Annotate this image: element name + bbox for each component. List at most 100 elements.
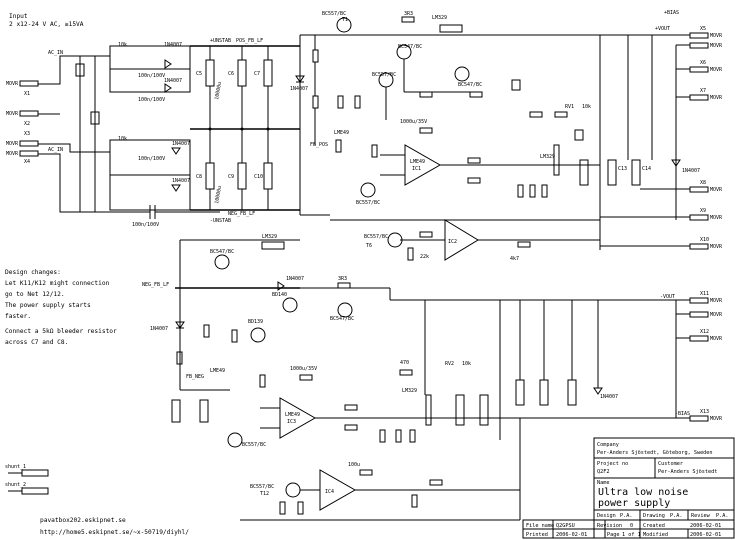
resistor-r26 xyxy=(344,424,358,431)
resistor-r12 xyxy=(517,184,524,198)
opamp-ref: IC2 xyxy=(448,239,457,245)
diode-type: 1N4007 xyxy=(150,326,168,332)
resistor-r9 xyxy=(371,144,378,158)
resistor-r7 xyxy=(469,91,483,98)
design-note-line: The power supply starts xyxy=(5,302,91,309)
capacitor-c2 xyxy=(90,111,100,125)
design-value: P.A. xyxy=(620,513,633,519)
capacitor-c13 xyxy=(607,159,617,186)
resistor-r17 xyxy=(407,247,414,261)
page-label: Page xyxy=(607,532,620,538)
diode-icon xyxy=(164,83,172,93)
opamp-ic3: LME49 IC3 1000u/35V FB_NEG LME49 BC557/B… xyxy=(171,299,690,448)
transistor-type: BC547/BC xyxy=(210,249,234,255)
negative-regulator: NEG_FB_LF 1N4007 BC547/BC BD139 BD140 BC… xyxy=(142,234,391,391)
capacitor-c18 xyxy=(455,394,465,426)
resistor-r24 xyxy=(259,374,266,388)
output-connector-ref: X10 xyxy=(700,237,709,243)
cap-value: 10000u xyxy=(214,186,223,205)
resistor-r21 xyxy=(337,282,351,289)
output-connector-label: MOVR xyxy=(710,67,723,73)
transistor-type: BC557/BC xyxy=(372,72,396,78)
revision-value: 0 xyxy=(630,523,633,529)
net-label-neg-reg: NEG_FB_LF xyxy=(228,211,255,217)
transistor-t7 xyxy=(214,254,230,270)
cap-value: 100u xyxy=(348,462,360,468)
input-connector-1 xyxy=(19,80,39,87)
diode-type: 1N4007 xyxy=(172,141,190,147)
res-value: 10k xyxy=(118,136,127,142)
input-connector-2 xyxy=(19,110,39,117)
cap-ref: C5 xyxy=(196,71,202,77)
input-connector-ref: X4 xyxy=(24,159,30,165)
diode-icon xyxy=(277,281,285,291)
resistor-r16 xyxy=(554,111,568,118)
opamp-ic3-symbol xyxy=(279,397,317,439)
title-line-2: power supply xyxy=(598,498,670,509)
transistor-type: BC557/BC xyxy=(322,11,346,17)
design-note-line: across C7 and C8. xyxy=(5,339,68,346)
resistor-r1 xyxy=(312,49,319,63)
modified-value: 2006-02-01 xyxy=(690,532,721,538)
net-label-neg-reg: NEG_FB_LF xyxy=(142,282,169,288)
opamp-ref: IC4 xyxy=(325,489,334,495)
created-label: Created xyxy=(643,523,665,529)
ac-input-wiring: AC_IN AC_IN xyxy=(38,50,110,213)
output-connector-ref: X5 xyxy=(700,26,706,32)
output-connector-ref: X11 xyxy=(700,291,709,297)
page-value: 1 of 1 xyxy=(622,532,641,538)
net-label-neg-bias: -BIAS xyxy=(675,411,690,417)
output-connector-label: MOVR xyxy=(710,312,723,318)
output-connector xyxy=(689,94,709,101)
net-label-ac-in: AC_IN xyxy=(48,147,63,153)
diode-type: 1N4007 xyxy=(164,42,182,48)
cap-ref: C14 xyxy=(642,166,651,172)
net-label-neg-unstab: -UNSTAB xyxy=(210,218,231,224)
input-connectors: MOVR MOVR MOVR MOVR X1 X2 X3 X4 xyxy=(6,80,39,165)
shunt-label: shunt_1 xyxy=(5,464,26,470)
output-connectors-positive: MOVR MOVR MOVR MOVR MOVR MOVR MOVR X5 X6… xyxy=(600,26,723,250)
review-value: P.A. xyxy=(716,513,729,519)
opamp-ref: IC1 xyxy=(412,166,421,172)
cap-value: 1000u/35V xyxy=(290,366,317,372)
output-connector-label: MOVR xyxy=(710,43,723,49)
input-connector-ref: X3 xyxy=(24,131,30,137)
zener-reference xyxy=(261,241,285,250)
net-label-vout-neg: -VOUT xyxy=(660,294,675,300)
capacitor-c22 xyxy=(567,379,577,406)
resistor-r8 xyxy=(335,139,342,153)
diode-type: 1N4007 xyxy=(682,168,700,174)
input-connector-3 xyxy=(19,140,39,147)
resistor-r30 xyxy=(399,369,413,376)
transistor-ref: T12 xyxy=(260,491,269,497)
capacitor-c10 xyxy=(263,162,273,190)
rectifier-bridge: 10k 10k 1N4007 1N4007 1N4007 1N4007 100n… xyxy=(109,42,220,228)
resistor-r18 xyxy=(419,231,433,238)
project-value: Q2F2 xyxy=(597,469,610,475)
cap-value: 10000u xyxy=(214,82,223,101)
transistor-t8 xyxy=(250,327,266,343)
capacitor-c19 xyxy=(479,394,489,426)
transistor-t5 xyxy=(360,182,376,198)
cap-value: 1000u/35V xyxy=(400,119,427,125)
output-connector-label: MOVR xyxy=(710,298,723,304)
resistor-r3 xyxy=(337,95,344,109)
customer-label: Customer xyxy=(658,461,683,467)
capacitor-c9 xyxy=(237,162,247,190)
capacitor-c16 xyxy=(171,399,181,423)
capacitor-c6 xyxy=(237,59,247,87)
input-connector-label: MOVR xyxy=(6,151,19,157)
capacitor-c15 xyxy=(299,374,313,381)
resistor-r33 xyxy=(429,479,443,486)
footer-email[interactable]: pavatbox202.eskipnet.se xyxy=(40,517,126,524)
output-connector xyxy=(689,42,709,49)
cap-value: 100n/100V xyxy=(132,222,159,228)
transistor-type: BC557/BC xyxy=(250,484,274,490)
output-connector xyxy=(689,243,709,250)
trimmer-pot xyxy=(511,79,521,91)
input-spec: 2 x12-24 V AC, ≥15VA xyxy=(9,21,84,28)
footer-url[interactable]: http://home5.eskipnet.se/~x-50719/diyhl/ xyxy=(40,529,189,536)
output-connector-ref: X12 xyxy=(700,329,709,335)
diode-type: 1N4007 xyxy=(172,178,190,184)
